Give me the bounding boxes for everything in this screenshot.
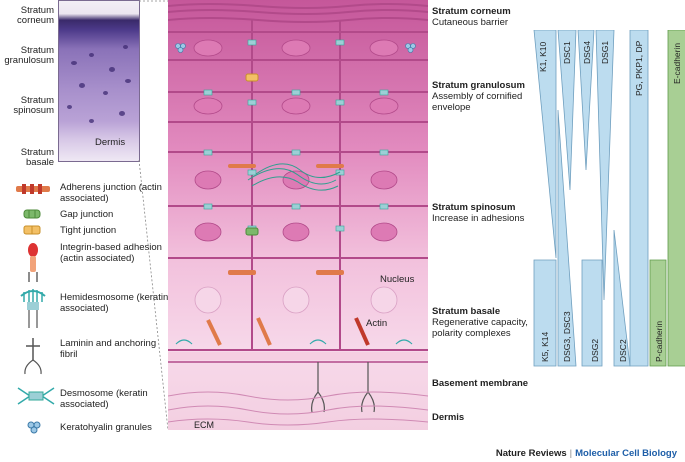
layer-spinosum-desc: Increase in adhesions <box>432 213 525 224</box>
histology-dermis-label: Dermis <box>95 137 126 148</box>
footer-credit: Nature Reviews|Molecular Cell Biology <box>496 448 677 459</box>
keratin-fibres <box>247 163 341 191</box>
k5-k14-bar <box>533 259 557 367</box>
layer-granulosum: Stratum granulosum Assembly of cornified… <box>432 80 532 113</box>
layer-basale-desc: Regenerative capacity, polarity complexe… <box>432 317 528 339</box>
nucleus-label: Nucleus <box>380 274 415 285</box>
legend-desmosome-text: Desmosome (keratin associated) <box>60 388 148 410</box>
tight-junction-icon <box>23 225 41 235</box>
ecm-label: ECM <box>194 420 214 430</box>
legend-integrin-text: Integrin-based adhesion (actin associate… <box>60 242 162 264</box>
expr-dsg4: DSG4 <box>582 40 592 64</box>
layer-basale-title: Stratum basale <box>432 306 501 317</box>
integrin-adhesion-icon <box>28 243 38 282</box>
layer-spinosum: Stratum spinosum Increase in adhesions <box>432 202 532 224</box>
e-cadherin-bar <box>667 30 685 367</box>
layer-basale: Stratum basale Regenerative capacity, po… <box>432 306 532 339</box>
dsg3-dsc3-bar <box>557 109 577 367</box>
expr-dsg2: DSG2 <box>590 338 600 362</box>
expr-dsg3-dsc3: DSG3, DSC3 <box>562 311 572 362</box>
histo-label-granulosum: Stratum granulosum <box>4 45 54 66</box>
k1-k10-bar <box>533 30 557 259</box>
expr-k1-k10: K1, K10 <box>538 41 548 72</box>
gap-junction-marker <box>245 227 259 236</box>
layer-granulosum-title: Stratum granulosum <box>432 80 525 91</box>
dsc2-bar <box>613 229 631 367</box>
expr-p-cadherin: P-cadherin <box>654 320 664 362</box>
footer-journal: Molecular Cell Biology <box>575 448 677 459</box>
pg-pkp1-dp-bar <box>629 30 649 367</box>
hemidesmosome-icon <box>20 289 46 328</box>
histo-label-basale: Stratum basale <box>20 147 54 168</box>
dermis-fibres <box>168 391 428 426</box>
keratohyalin-granules <box>175 43 416 53</box>
actin-rods <box>206 317 370 346</box>
expr-dsc1: DSC1 <box>562 41 572 64</box>
expr-dsc2: DSC2 <box>618 339 628 362</box>
layer-basement-membrane: Basement membrane <box>432 378 542 389</box>
actin-label: Actin <box>366 318 388 329</box>
layer-basement-title: Basement membrane <box>432 378 529 389</box>
expression-gradients <box>533 30 685 367</box>
expr-k5-k14: K5, K14 <box>540 331 550 362</box>
histo-label-corneum: Stratum corneum <box>17 5 54 26</box>
adherens-markers <box>228 164 344 275</box>
footer-publisher: Nature Reviews <box>495 448 567 459</box>
laminin-fibril-icon <box>24 338 42 375</box>
legend: Adherens junction (actin associated) Gap… <box>0 176 170 436</box>
dsc1-bar <box>557 30 577 191</box>
legend-adherens-text: Adherens junction (actin associated) <box>60 182 162 204</box>
epidermis-illustration <box>168 0 428 430</box>
nuclei <box>193 39 399 242</box>
adherens-junction-icon <box>16 184 50 194</box>
epidermis-diagram: Nucleus Actin ECM <box>168 0 428 430</box>
dsg4-bar <box>577 30 595 171</box>
footer-separator: | <box>569 448 573 459</box>
layer-spinosum-title: Stratum spinosum <box>432 202 516 213</box>
layer-corneum-title: Stratum corneum <box>432 6 511 17</box>
layer-corneum-desc: Cutaneous barrier <box>432 17 509 28</box>
legend-laminin-text: Laminin and anchoring fibril <box>60 338 157 360</box>
desmosome-icon <box>17 387 55 405</box>
layer-granulosum-desc: Assembly of cornified envelope <box>432 91 523 113</box>
expr-dsg1: DSG1 <box>600 40 610 64</box>
dsg1-bar <box>595 30 615 301</box>
keratohyalin-icon <box>27 421 41 434</box>
legend-hemidesmosome-text: Hemidesmosome (keratin associated) <box>60 292 169 314</box>
legend-keratohyalin-text: Keratohyalin granules <box>60 422 152 433</box>
tight-junction-marker <box>245 73 259 82</box>
p-cadherin-bar <box>649 259 667 367</box>
layer-corneum: Stratum corneum Cutaneous barrier <box>432 6 542 28</box>
expr-e-cadherin: E-cadherin <box>672 42 682 84</box>
gap-junction-icon <box>23 209 41 219</box>
expr-pg-pkp1-dp: PG, PKP1, DP <box>634 40 644 96</box>
dsg2-bar <box>581 259 603 367</box>
hemidesmosome-markers <box>175 339 413 345</box>
layer-dermis: Dermis <box>432 412 542 423</box>
histology-image: Dermis <box>58 0 140 162</box>
legend-gap-text: Gap junction <box>60 209 114 220</box>
legend-tight-text: Tight junction <box>60 225 117 236</box>
layer-dermis-title: Dermis <box>432 412 465 423</box>
histo-label-spinosum: Stratum spinosum <box>13 95 54 116</box>
